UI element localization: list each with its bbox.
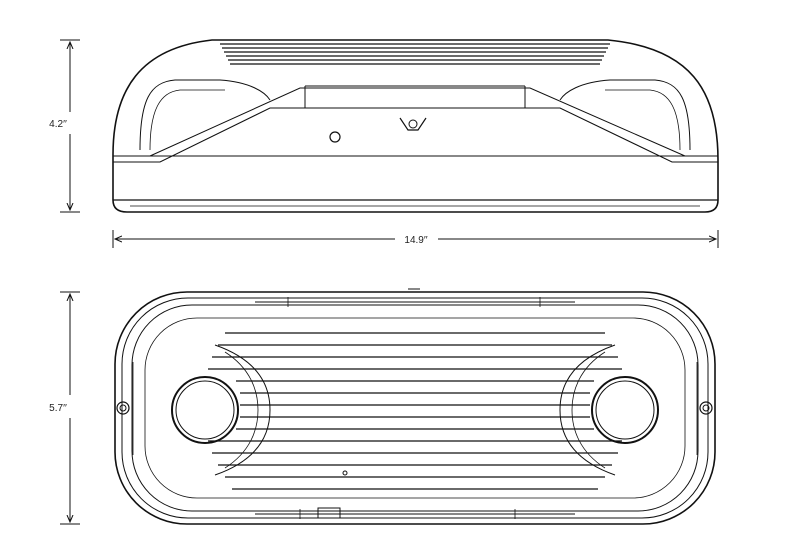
front-mount-screw [399,117,427,131]
front-width-label: 14.9′′ [404,235,427,246]
left-lamp-head [139,79,271,151]
top-depth-label: 5.7′′ [49,403,67,414]
right-mount-screw [699,401,713,415]
front-vent-grille [220,43,610,65]
top-depth-dimension: 5.7′′ [49,291,80,525]
top-grille-bars [208,332,622,490]
right-lamp-head [559,79,691,151]
right-lamp-top [591,376,659,444]
indicator-led [329,131,341,143]
front-outer-housing [112,39,719,213]
front-view [112,39,719,213]
left-mount-screw [116,401,130,415]
top-view [114,288,716,525]
front-width-dimension: 14.9′′ [112,230,719,248]
top-outer-housing [114,291,716,525]
front-height-label: 4.2′′ [49,119,67,130]
left-lamp-top [171,376,239,444]
front-height-dimension: 4.2′′ [49,39,80,213]
